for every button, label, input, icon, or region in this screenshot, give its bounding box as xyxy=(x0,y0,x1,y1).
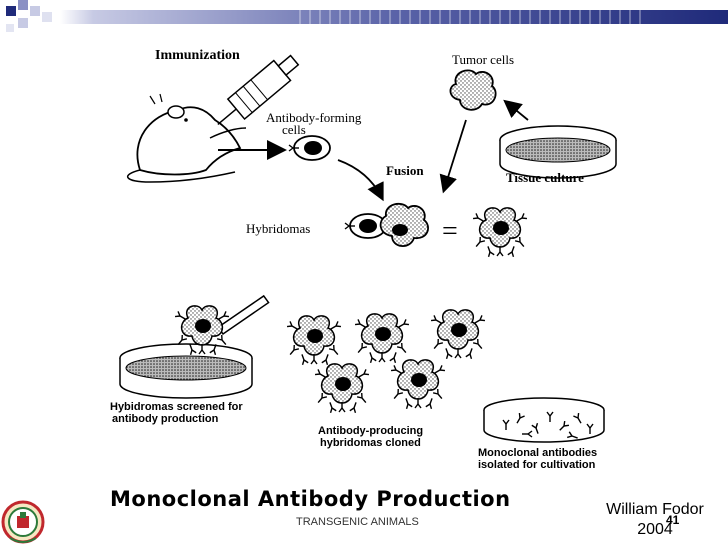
cloned-label-line1: Antibody-producing xyxy=(318,425,423,437)
footer-course-title: TRANSGENIC ANIMALS xyxy=(296,516,419,528)
tumor-cell xyxy=(449,69,497,111)
screened-label-line1: Hybidromas screened for xyxy=(110,401,243,413)
arrow-tumor-to-hybridoma xyxy=(439,119,467,194)
diagram-title: Monoclonal Antibody Production xyxy=(110,487,511,511)
author-credit: William Fodor 2004 xyxy=(588,500,722,540)
antibody-forming-label-line2: cells xyxy=(282,122,306,137)
author-name: William Fodor xyxy=(606,501,704,518)
monoclonal-label-line2: isolated for cultivation xyxy=(478,459,596,471)
monoclonal-label-line1: Monoclonal antibodies xyxy=(478,447,597,459)
equals-sign: = xyxy=(442,216,458,247)
hybridoma-fusing-cells xyxy=(344,202,429,247)
header-band xyxy=(6,0,728,32)
mouse-tail xyxy=(127,169,236,183)
header-gradient-bar xyxy=(60,10,728,24)
cloned-cell xyxy=(315,364,369,413)
tumor-cells-label: Tumor cells xyxy=(452,52,514,67)
mouse-body xyxy=(136,106,242,176)
hybridoma-cell xyxy=(473,208,527,257)
screened-label-line2: antibody production xyxy=(112,413,219,425)
cloned-cell xyxy=(287,316,341,365)
slide-number: 41 xyxy=(666,513,680,527)
cloned-cell xyxy=(391,360,445,409)
header-stripes xyxy=(299,10,641,24)
fusion-label: Fusion xyxy=(386,163,424,178)
emblem-seal-icon xyxy=(1,500,45,544)
mouse-leg xyxy=(209,127,247,139)
cloned-cell xyxy=(431,310,485,359)
antibody-forming-cell xyxy=(288,135,331,161)
cloned-cell xyxy=(355,314,409,363)
hybridomas-label: Hybridomas xyxy=(246,221,310,236)
monoclonal-dish xyxy=(483,397,605,443)
cloned-label-line2: hybridomas cloned xyxy=(320,437,421,449)
screened-dish xyxy=(119,343,253,399)
mouse-eye xyxy=(184,118,188,122)
arrow-culture-to-tumor xyxy=(503,99,529,121)
author-year: 2004 xyxy=(637,521,673,538)
immunization-label: Immunization xyxy=(155,48,240,63)
mouse-ear xyxy=(167,105,185,119)
syringe xyxy=(217,54,300,126)
header-checker xyxy=(6,0,52,32)
immunization-mouse-group xyxy=(127,54,300,183)
tissue-culture-label: Tissue culture xyxy=(506,170,584,185)
arrow-antibody-to-hybridoma xyxy=(337,159,384,202)
antibody-forming-label-line1: Antibody-forming xyxy=(266,110,362,125)
